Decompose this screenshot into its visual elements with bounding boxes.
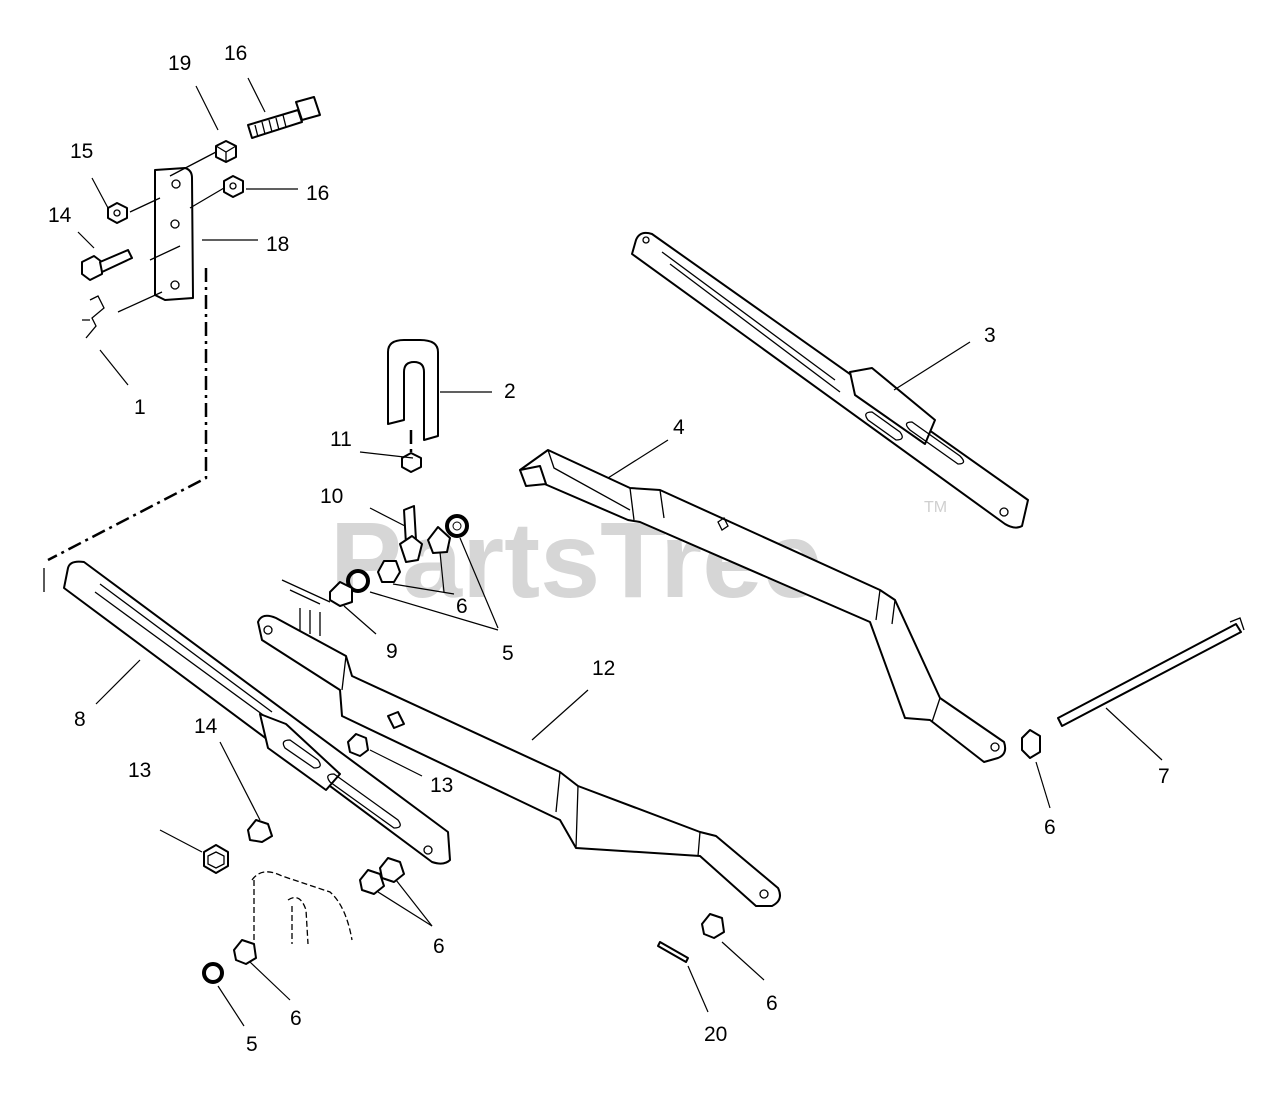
part-6-washer-lower-b bbox=[379, 857, 405, 883]
part-12-lift-link bbox=[257, 614, 781, 907]
part-6-washer-upper-b bbox=[377, 560, 401, 583]
centerline-15 bbox=[117, 291, 163, 313]
leader-lines bbox=[77, 77, 1163, 1027]
callout-16-left: 15 bbox=[70, 140, 93, 163]
callout-18: 18 bbox=[266, 233, 289, 256]
part-6-washer-lower-a bbox=[359, 869, 385, 895]
callout-14-right: 13 bbox=[430, 774, 453, 797]
callout-4: 4 bbox=[673, 416, 685, 439]
part-3-slotted-bar bbox=[631, 231, 1029, 529]
callout-5-upper: 5 bbox=[502, 642, 514, 665]
centerline-12-end bbox=[281, 579, 331, 636]
callout-6-upper: 6 bbox=[456, 595, 468, 618]
part-9-washer bbox=[329, 581, 353, 607]
part-20-cotter-pin bbox=[657, 941, 689, 963]
part-19-nut bbox=[215, 140, 237, 163]
part-13-nut bbox=[203, 844, 229, 874]
part-16-nut-left bbox=[107, 202, 128, 224]
callout-14-left: 14 bbox=[194, 715, 218, 738]
part-6-washer-lower-left bbox=[233, 939, 257, 965]
part-7-rod bbox=[1057, 617, 1245, 727]
part-17-bolt bbox=[247, 96, 321, 139]
callout-labels: 16 19 15 16 14 18 1 2 3 4 11 10 6 9 5 12… bbox=[48, 42, 1170, 1056]
callout-5-lower: 5 bbox=[246, 1033, 258, 1056]
part-11-nut bbox=[401, 452, 422, 473]
part-5-lockwasher-lower bbox=[202, 962, 224, 984]
callout-3: 3 bbox=[984, 324, 996, 347]
callout-20: 20 bbox=[704, 1023, 727, 1046]
callout-16-right: 16 bbox=[306, 182, 329, 205]
callout-6-lower-right: 6 bbox=[766, 992, 778, 1015]
callout-17: 16 bbox=[224, 42, 247, 65]
centerline-16 bbox=[129, 187, 225, 261]
part-5-lockwasher-upper-a bbox=[445, 514, 469, 538]
watermark-trademark: TM bbox=[924, 499, 947, 516]
part-16-nut-right bbox=[223, 175, 244, 198]
clip-outline bbox=[251, 871, 353, 945]
part-10-bolt bbox=[399, 505, 423, 563]
callout-13: 13 bbox=[128, 759, 151, 782]
callout-12: 12 bbox=[592, 657, 615, 680]
part-6-washer-lower-right bbox=[701, 913, 725, 939]
part-1-clip bbox=[82, 295, 105, 339]
callout-9: 9 bbox=[386, 640, 398, 663]
part-5-lockwasher-upper-b bbox=[346, 569, 370, 593]
callout-2: 2 bbox=[504, 380, 516, 403]
part-6-washer-upper-a bbox=[427, 526, 451, 554]
callout-1: 1 bbox=[134, 396, 146, 419]
callout-8: 8 bbox=[74, 708, 86, 731]
callout-6-right: 6 bbox=[1044, 816, 1056, 839]
callout-15: 14 bbox=[48, 204, 72, 227]
callout-6-lower-middle: 6 bbox=[433, 935, 445, 958]
callout-7: 7 bbox=[1158, 765, 1170, 788]
callout-6-lower-left: 6 bbox=[290, 1007, 302, 1030]
callout-11: 11 bbox=[330, 428, 352, 451]
part-18-bracket bbox=[154, 167, 194, 301]
part-14-washer-b bbox=[247, 819, 273, 843]
centerline-19 bbox=[169, 151, 217, 177]
part-2-bumper bbox=[387, 339, 439, 441]
callout-10: 10 bbox=[320, 485, 343, 508]
part-4-lift-arm bbox=[519, 449, 1007, 763]
part-14-washer-a bbox=[347, 733, 369, 757]
part-15-bolt bbox=[81, 249, 133, 281]
centerline-bracket bbox=[47, 268, 208, 562]
callout-19: 19 bbox=[168, 52, 191, 75]
part-6-washer-right bbox=[1021, 729, 1041, 759]
part-8-slotted-link bbox=[43, 560, 451, 865]
